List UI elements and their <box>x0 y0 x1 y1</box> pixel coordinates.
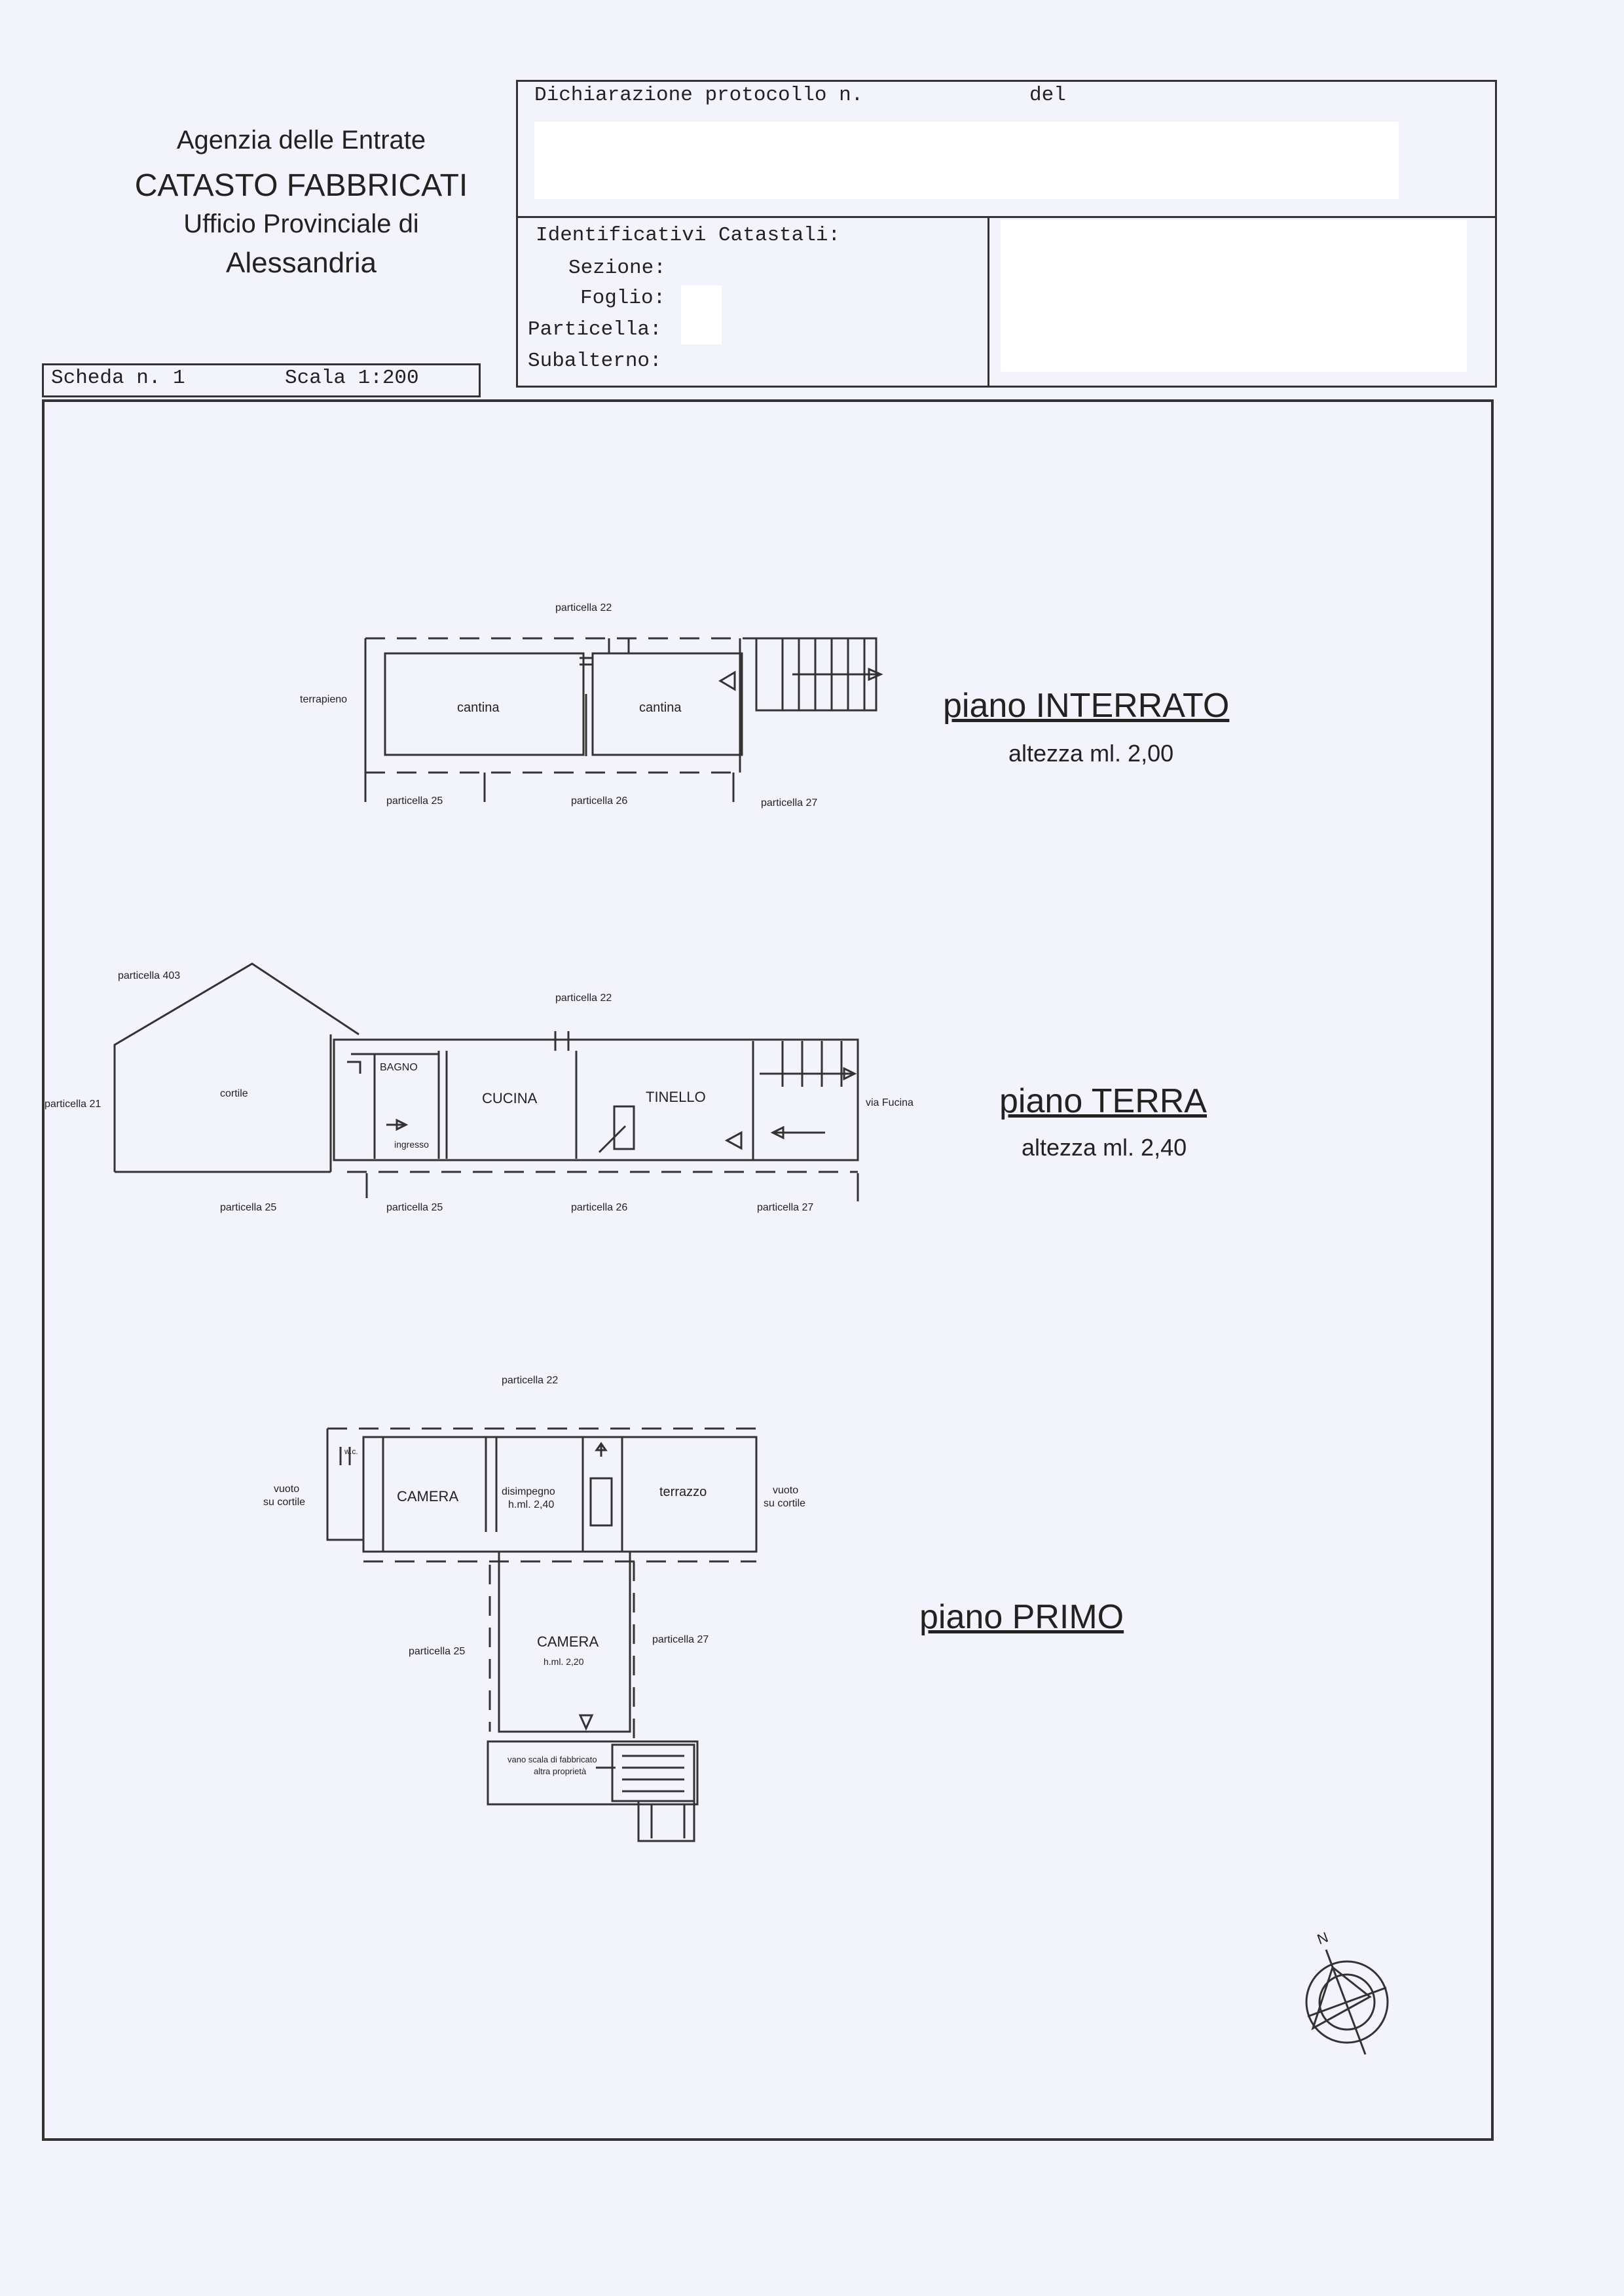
label-vuoto-right-1: vuoto <box>773 1485 799 1496</box>
compass-icon <box>1305 1949 1389 2055</box>
declaration-divider <box>516 216 1497 218</box>
drawing-frame <box>42 399 1494 2141</box>
area-cortile: cortile <box>220 1088 248 1099</box>
office-label: Ufficio Provinciale di <box>183 210 419 238</box>
label-interrato-bottom-1: particella 25 <box>386 795 443 807</box>
room-camera-1: CAMERA <box>397 1488 459 1504</box>
label-terra-top: particella 22 <box>555 993 612 1004</box>
redacted-identifiers-field <box>1001 220 1467 372</box>
declaration-box <box>516 80 1497 388</box>
floor-height-terra: altezza ml. 2,40 <box>1022 1134 1187 1161</box>
floor-title-primo: piano PRIMO <box>919 1598 1124 1636</box>
label-terra-bottom-0: particella 25 <box>220 1202 277 1213</box>
plan-interrato <box>364 637 883 802</box>
particella-label: Particella: <box>528 318 662 341</box>
redacted-protocol-field <box>534 122 1399 199</box>
room-terrazzo: terrazzo <box>659 1485 707 1499</box>
room-camera-2-height: h.ml. 2,20 <box>544 1656 584 1667</box>
room-wc: w.c. <box>344 1447 358 1456</box>
label-vuoto-left-2: su cortile <box>263 1497 306 1508</box>
label-particella-21: particella 21 <box>45 1099 101 1110</box>
label-interrato-bottom-3: particella 27 <box>761 797 818 809</box>
room-cantina-2: cantina <box>639 701 682 715</box>
subalterno-label: Subalterno: <box>528 350 662 373</box>
floor-title-terra: piano TERRA <box>999 1082 1207 1120</box>
protocol-label: Dichiarazione protocollo n. <box>534 84 864 107</box>
plan-terra <box>113 962 859 1201</box>
room-ingresso: ingresso <box>394 1139 429 1150</box>
floor-title-interrato: piano INTERRATO <box>943 687 1230 725</box>
scheda-box <box>42 363 481 397</box>
room-bagno: BAGNO <box>380 1062 418 1073</box>
room-camera-2: CAMERA <box>537 1633 599 1650</box>
scheda-number: Scheda n. 1 <box>51 367 185 390</box>
label-via-fucina: via Fucina <box>866 1097 913 1108</box>
identifiers-title: Identificativi Catastali: <box>536 224 841 247</box>
foglio-label: Foglio: <box>580 287 666 310</box>
label-altra-proprieta: altra proprietà <box>534 1766 587 1776</box>
redacted-particella-field <box>681 285 722 344</box>
room-disimpegno-height: h.ml. 2,40 <box>508 1499 555 1510</box>
label-interrato-bottom-2: particella 26 <box>571 795 628 807</box>
label-vuoto-right-2: su cortile <box>764 1498 806 1509</box>
agency-name: Agenzia delle Entrate <box>176 126 426 155</box>
room-tinello: TINELLO <box>646 1089 706 1105</box>
label-vano-scala: vano scala di fabbricato <box>507 1755 597 1764</box>
label-primo-top: particella 22 <box>502 1375 559 1386</box>
label-primo-particella-25: particella 25 <box>409 1646 466 1657</box>
scheda-scale: Scala 1:200 <box>285 367 419 390</box>
label-interrato-top: particella 22 <box>555 602 612 613</box>
floor-height-interrato: altezza ml. 2,00 <box>1008 740 1174 767</box>
room-cucina: CUCINA <box>482 1090 538 1106</box>
room-cantina-1: cantina <box>457 701 500 715</box>
plan-primo <box>326 1427 758 1842</box>
label-primo-particella-27: particella 27 <box>652 1634 709 1645</box>
label-terrapieno: terrapieno <box>300 694 348 705</box>
identifiers-divider <box>987 217 989 386</box>
label-terra-bottom-1: particella 25 <box>386 1202 443 1213</box>
label-vuoto-left-1: vuoto <box>274 1484 300 1495</box>
date-label: del <box>1029 84 1066 107</box>
room-disimpegno: disimpegno <box>502 1486 555 1497</box>
label-particella-403: particella 403 <box>118 970 181 981</box>
label-terra-bottom-2: particella 26 <box>571 1202 628 1213</box>
label-terra-bottom-3: particella 27 <box>757 1202 814 1213</box>
office-city: Alessandria <box>226 247 377 279</box>
registry-name: CATASTO FABBRICATI <box>134 168 468 203</box>
sezione-label: Sezione: <box>568 257 666 280</box>
